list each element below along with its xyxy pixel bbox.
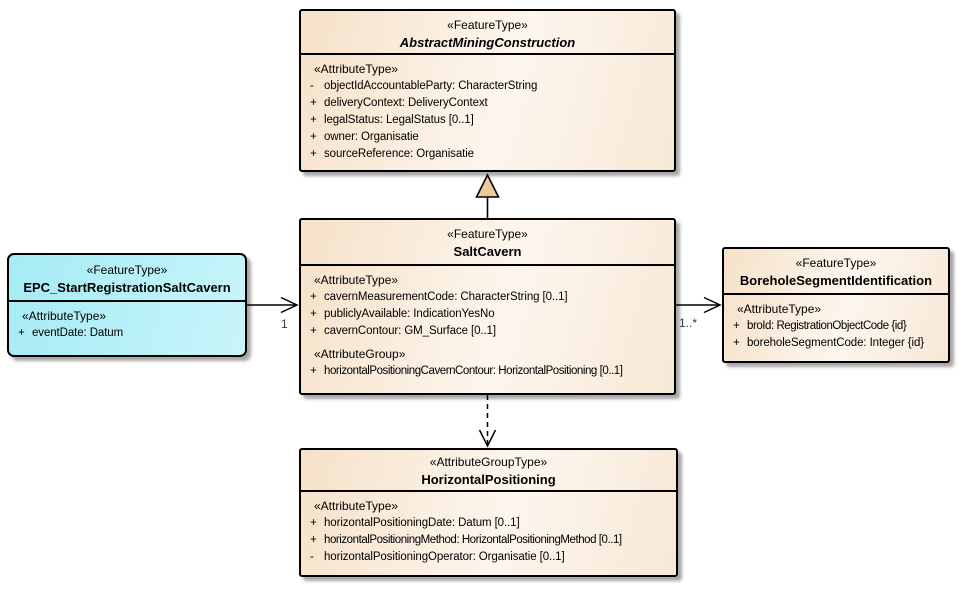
visibility-marker: + (310, 97, 317, 109)
attribute-row: + cavernMeasurementCode: CharacterString … (301, 289, 674, 306)
attribute-text: objectIdAccountableParty: CharacterStrin… (324, 80, 538, 92)
stereotype-label: «FeatureType» (795, 256, 877, 270)
open-arrowhead-icon (478, 429, 497, 448)
attributes-section: «AttributeType» -objectIdAccountablePart… (301, 55, 674, 163)
class-name: BoreholeSegmentIdentification (739, 273, 933, 288)
stereotype-label: «FeatureType» (86, 263, 168, 277)
generalization-connector-saltcavern-to-abstractminingconstruction[interactable] (475, 173, 500, 218)
class-name: AbstractMiningConstruction (399, 35, 576, 50)
stereotype-label: «FeatureType» (447, 18, 528, 32)
attribute-row: + eventDate: Datum (9, 325, 245, 342)
attribute-row: + sourceReference: Organisatie (301, 146, 674, 163)
attribute-row: + deliveryContext: DeliveryContext (301, 95, 674, 112)
attribute-group-stereotype-label: «AttributeGroup» (314, 347, 406, 361)
attribute-text: cavernMeasurementCode: CharacterString [… (324, 291, 568, 303)
attribute-text: boreholeSegmentCode: Integer {id} (747, 337, 924, 349)
class-box-epc-startregistrationsaltcavern[interactable]: «FeatureType» EPC_StartRegistrationSaltC… (7, 253, 247, 357)
generalization-triangle-icon (475, 173, 500, 198)
attribute-row: + horizontalPositioningCavernContour: Hor… (301, 363, 674, 380)
attribute-row: -horizontalPositioningOperator: Organisa… (301, 549, 676, 566)
stereotype-label: «AttributeGroupType» (429, 455, 548, 469)
class-box-boreholesegmentidentification[interactable]: «FeatureType» BoreholeSegmentIdentificat… (722, 247, 950, 363)
class-box-horizontalpositioning[interactable]: «AttributeGroupType» HorizontalPositioni… (299, 448, 678, 577)
class-box-saltcavern[interactable]: «FeatureType» SaltCavern «AttributeType»… (299, 218, 676, 395)
attribute-stereotype-label: «AttributeType» (22, 309, 107, 323)
attribute-text: horizontalPositioningMethod: HorizontalP… (324, 534, 622, 546)
visibility-marker: + (310, 534, 317, 546)
visibility-marker: + (310, 131, 317, 143)
attribute-stereotype-label: «AttributeType» (314, 62, 399, 76)
association-connector-saltcavern-to-borehole[interactable] (676, 296, 722, 314)
open-arrowhead-icon (703, 296, 722, 314)
visibility-marker: + (310, 291, 317, 303)
visibility-marker: + (310, 114, 317, 126)
open-arrowhead-icon (280, 296, 299, 314)
multiplicity-label-epc-to-saltcavern: 1 (281, 317, 288, 331)
visibility-marker: + (310, 325, 317, 337)
visibility-marker: - (310, 551, 314, 563)
attribute-stereotype-label: «AttributeType» (314, 273, 399, 287)
attribute-row: + publiclyAvailable: IndicationYesNo (301, 306, 674, 323)
class-name: HorizontalPositioning (421, 472, 556, 487)
attribute-row: -objectIdAccountableParty: CharacterStri… (301, 78, 674, 95)
attribute-text: eventDate: Datum (32, 327, 124, 339)
class-header: «FeatureType» AbstractMiningConstruction (301, 11, 674, 55)
attributes-section: «AttributeType» + eventDate: Datum (9, 302, 245, 342)
attribute-text: horizontalPositioningDate: Datum [0..1] (324, 517, 520, 529)
attribute-text: horizontalPositioningOperator: Organisat… (324, 551, 565, 563)
dependency-connector-saltcavern-to-horizontalpositioning[interactable] (478, 395, 497, 448)
visibility-marker: + (733, 337, 740, 349)
visibility-marker: + (310, 517, 317, 529)
attribute-row: + boreholeSegmentCode: Integer {id} (724, 335, 948, 352)
multiplicity-label-saltcavern-to-borehole: 1..* (679, 316, 698, 330)
visibility-marker: - (310, 80, 314, 92)
attribute-row: + owner: Organisatie (301, 129, 674, 146)
class-header: «FeatureType» EPC_StartRegistrationSaltC… (9, 255, 245, 302)
attribute-stereotype-label: «AttributeType» (314, 499, 399, 513)
class-header: «FeatureType» SaltCavern (301, 220, 674, 266)
visibility-marker: + (310, 308, 317, 320)
attribute-text: horizontalPositioningCavernContour: Hori… (324, 365, 623, 377)
class-name: EPC_StartRegistrationSaltCavern (23, 280, 231, 295)
attribute-stereotype-label: «AttributeType» (737, 302, 822, 316)
attribute-text: broId: RegistrationObjectCode {id} (747, 320, 907, 332)
attributes-section: «AttributeType» + horizontalPositioningDa… (301, 492, 676, 566)
attribute-text: deliveryContext: DeliveryContext (324, 97, 488, 109)
attributes-section: «AttributeType» + cavernMeasurementCode: … (301, 266, 674, 380)
attribute-row: + legalStatus: LegalStatus [0..1] (301, 112, 674, 129)
attribute-text: cavernContour: GM_Surface [0..1] (324, 325, 496, 337)
visibility-marker: + (18, 327, 25, 339)
class-header: «FeatureType» BoreholeSegmentIdentificat… (724, 249, 948, 295)
association-connector-epc-to-saltcavern[interactable] (247, 296, 299, 314)
attribute-row: + horizontalPositioningDate: Datum [0..1] (301, 515, 676, 532)
class-box-abstractminingconstruction[interactable]: «FeatureType» AbstractMiningConstruction… (299, 9, 676, 172)
class-header: «AttributeGroupType» HorizontalPositioni… (301, 450, 676, 492)
stereotype-label: «FeatureType» (447, 227, 528, 241)
attribute-text: legalStatus: LegalStatus [0..1] (324, 114, 474, 126)
attribute-row: + broId: RegistrationObjectCode {id} (724, 318, 948, 335)
attribute-text: sourceReference: Organisatie (324, 148, 474, 160)
attribute-text: publiclyAvailable: IndicationYesNo (324, 308, 495, 320)
attributes-section: «AttributeType» + broId: RegistrationObje… (724, 295, 948, 352)
attribute-row: + horizontalPositioningMethod: Horizontal… (301, 532, 676, 549)
class-name: SaltCavern (453, 244, 522, 259)
visibility-marker: + (310, 365, 317, 377)
attribute-row: + cavernContour: GM_Surface [0..1] (301, 323, 674, 340)
visibility-marker: + (310, 148, 317, 160)
attribute-text: owner: Organisatie (324, 131, 419, 143)
visibility-marker: + (733, 320, 740, 332)
